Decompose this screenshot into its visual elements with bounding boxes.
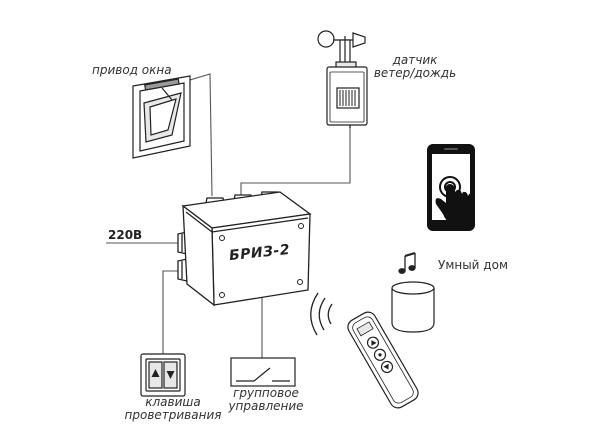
wire-sensor bbox=[240, 126, 351, 196]
speaker-body bbox=[391, 288, 435, 333]
smart-home-label: Умный дом bbox=[438, 258, 508, 272]
controller-left-face bbox=[182, 204, 215, 307]
anemometer-cup-right bbox=[352, 32, 366, 48]
remote-control bbox=[347, 311, 419, 409]
wind-rain-sensor bbox=[317, 30, 368, 128]
wifi-signal-icon bbox=[310, 292, 333, 336]
power-label: 220В bbox=[108, 228, 143, 242]
wire-vent-key bbox=[162, 270, 183, 355]
sensor-label: датчик ветер/дождь bbox=[369, 54, 461, 80]
window-drive-illustration bbox=[132, 75, 191, 159]
vent-key-label: клавиша проветривания bbox=[118, 396, 228, 422]
group-control-label: групповое управление bbox=[220, 387, 312, 413]
ventilation-key bbox=[140, 353, 186, 397]
controller-lid-edge bbox=[185, 211, 309, 233]
window-actuator-arm bbox=[161, 87, 173, 101]
music-note-icon bbox=[398, 251, 416, 274]
group-control-label-line-1: групповое bbox=[233, 386, 299, 400]
arrow-down-icon bbox=[166, 371, 175, 379]
controller-box bbox=[177, 191, 312, 307]
group-control-frame bbox=[230, 357, 296, 387]
remote-down-icon bbox=[383, 363, 389, 370]
switch-symbol-icon bbox=[236, 367, 271, 382]
group-control-switch bbox=[230, 357, 296, 387]
speaker-top bbox=[391, 281, 435, 295]
remote-led-panel bbox=[356, 321, 374, 337]
hand-pointer-icon bbox=[435, 184, 475, 224]
remote-stop-icon bbox=[378, 353, 382, 357]
wires bbox=[106, 73, 351, 358]
sensor-label-line-1: датчик bbox=[392, 53, 438, 67]
anemometer-cup-left bbox=[317, 30, 335, 48]
sensor-label-line-2: ветер/дождь bbox=[373, 66, 457, 80]
arrow-up-icon bbox=[151, 369, 160, 377]
phone-speaker bbox=[444, 148, 458, 150]
controller-screws bbox=[219, 223, 304, 298]
window-sash-glass bbox=[149, 98, 177, 136]
sensor-grille-slots bbox=[339, 90, 356, 106]
remote-up-icon bbox=[371, 340, 377, 346]
smart-speaker bbox=[391, 281, 435, 333]
smartphone bbox=[427, 144, 475, 231]
window-drive-label: привод окна bbox=[92, 63, 172, 77]
window-actuator bbox=[144, 78, 180, 91]
group-control-label-line-2: управление bbox=[228, 399, 304, 413]
vent-key-label-line-1: клавиша bbox=[145, 395, 201, 409]
vent-key-label-line-2: проветривания bbox=[124, 408, 222, 422]
